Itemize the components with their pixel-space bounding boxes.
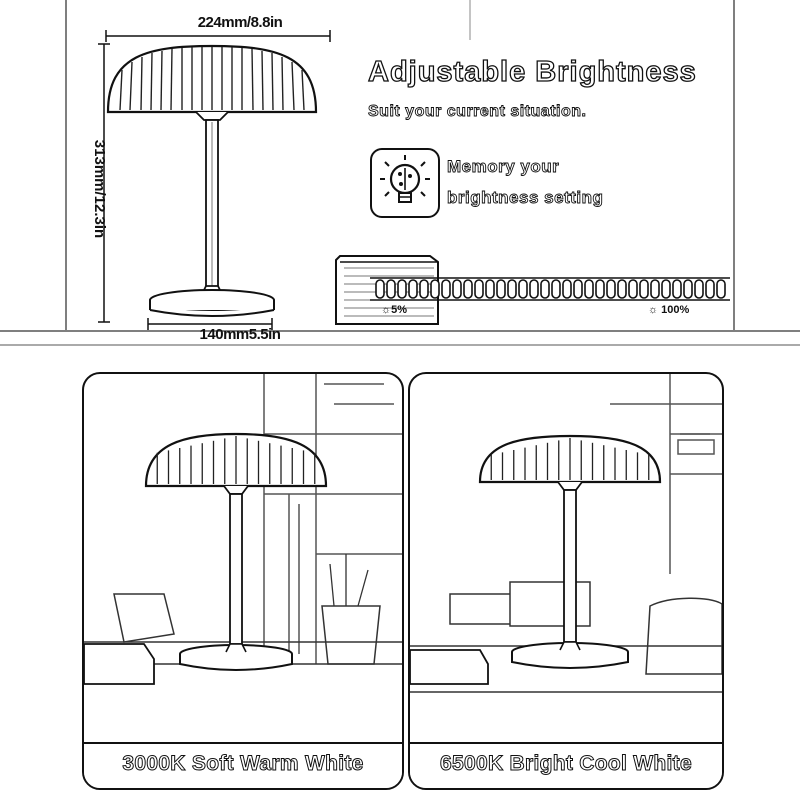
brightness-max-group: ☼ 100% xyxy=(648,304,689,316)
bulb-brain-icon xyxy=(370,148,440,218)
brightness-max-label: 100% xyxy=(661,304,690,316)
memory-text-line2: brightness setting xyxy=(447,188,604,208)
top-background-sketch xyxy=(0,0,800,346)
sun-large-icon: ☼ xyxy=(648,304,662,316)
brightness-min-label: 5% xyxy=(391,304,407,316)
dimension-lines xyxy=(98,30,331,330)
top-section: 224mm/8.8in 313mm/12.3in 140mm5.5in xyxy=(0,0,800,346)
brightness-book-illustration xyxy=(335,255,730,325)
width-dimension-label: 224mm/8.8in xyxy=(197,14,283,31)
brightness-min-group: ☼5% xyxy=(381,304,407,316)
lamp-dimension-drawing xyxy=(106,44,318,317)
warm-white-label: 3000K Soft Warm White xyxy=(84,742,402,788)
cool-white-panel: 6500K Bright Cool White xyxy=(408,372,724,790)
warm-white-panel: 3000K Soft Warm White xyxy=(82,372,404,790)
cool-white-label: 6500K Bright Cool White xyxy=(410,742,722,788)
hero-title: Adjustable Brightness xyxy=(367,55,697,88)
warm-room-scene xyxy=(84,374,402,685)
base-dimension-label: 140mm5.5in xyxy=(199,326,281,343)
sun-small-icon: ☼ xyxy=(381,304,392,316)
cool-room-scene xyxy=(410,374,722,693)
memory-text-line1: Memory your xyxy=(447,157,560,177)
hero-subtitle: Suit your current situation. xyxy=(368,103,587,121)
